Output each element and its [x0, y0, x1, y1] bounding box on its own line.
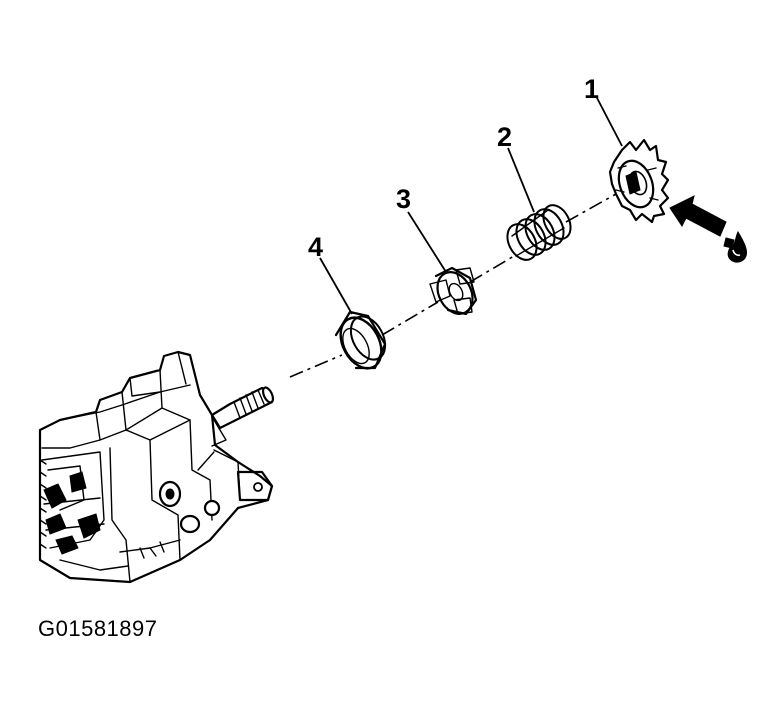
installation-direction-arrow-icon — [669, 195, 727, 237]
lubricant-drop-icon — [723, 230, 747, 263]
part-1-toothed-plate — [608, 138, 670, 224]
callout-3: 3 — [396, 184, 411, 214]
figure-id: G01581897 — [38, 616, 158, 641]
part-4-bearing-sleeve — [334, 310, 387, 370]
leader-lines — [319, 95, 623, 315]
steering-shaft — [210, 386, 275, 447]
assembly-axis-line — [289, 193, 617, 378]
callout-2: 2 — [497, 122, 512, 152]
steering-column-housing — [38, 350, 274, 584]
part-2-spring — [506, 204, 572, 261]
callout-1: 1 — [584, 74, 599, 104]
callout-4: 4 — [308, 232, 323, 262]
part-3-bearing-retainer — [429, 266, 478, 316]
